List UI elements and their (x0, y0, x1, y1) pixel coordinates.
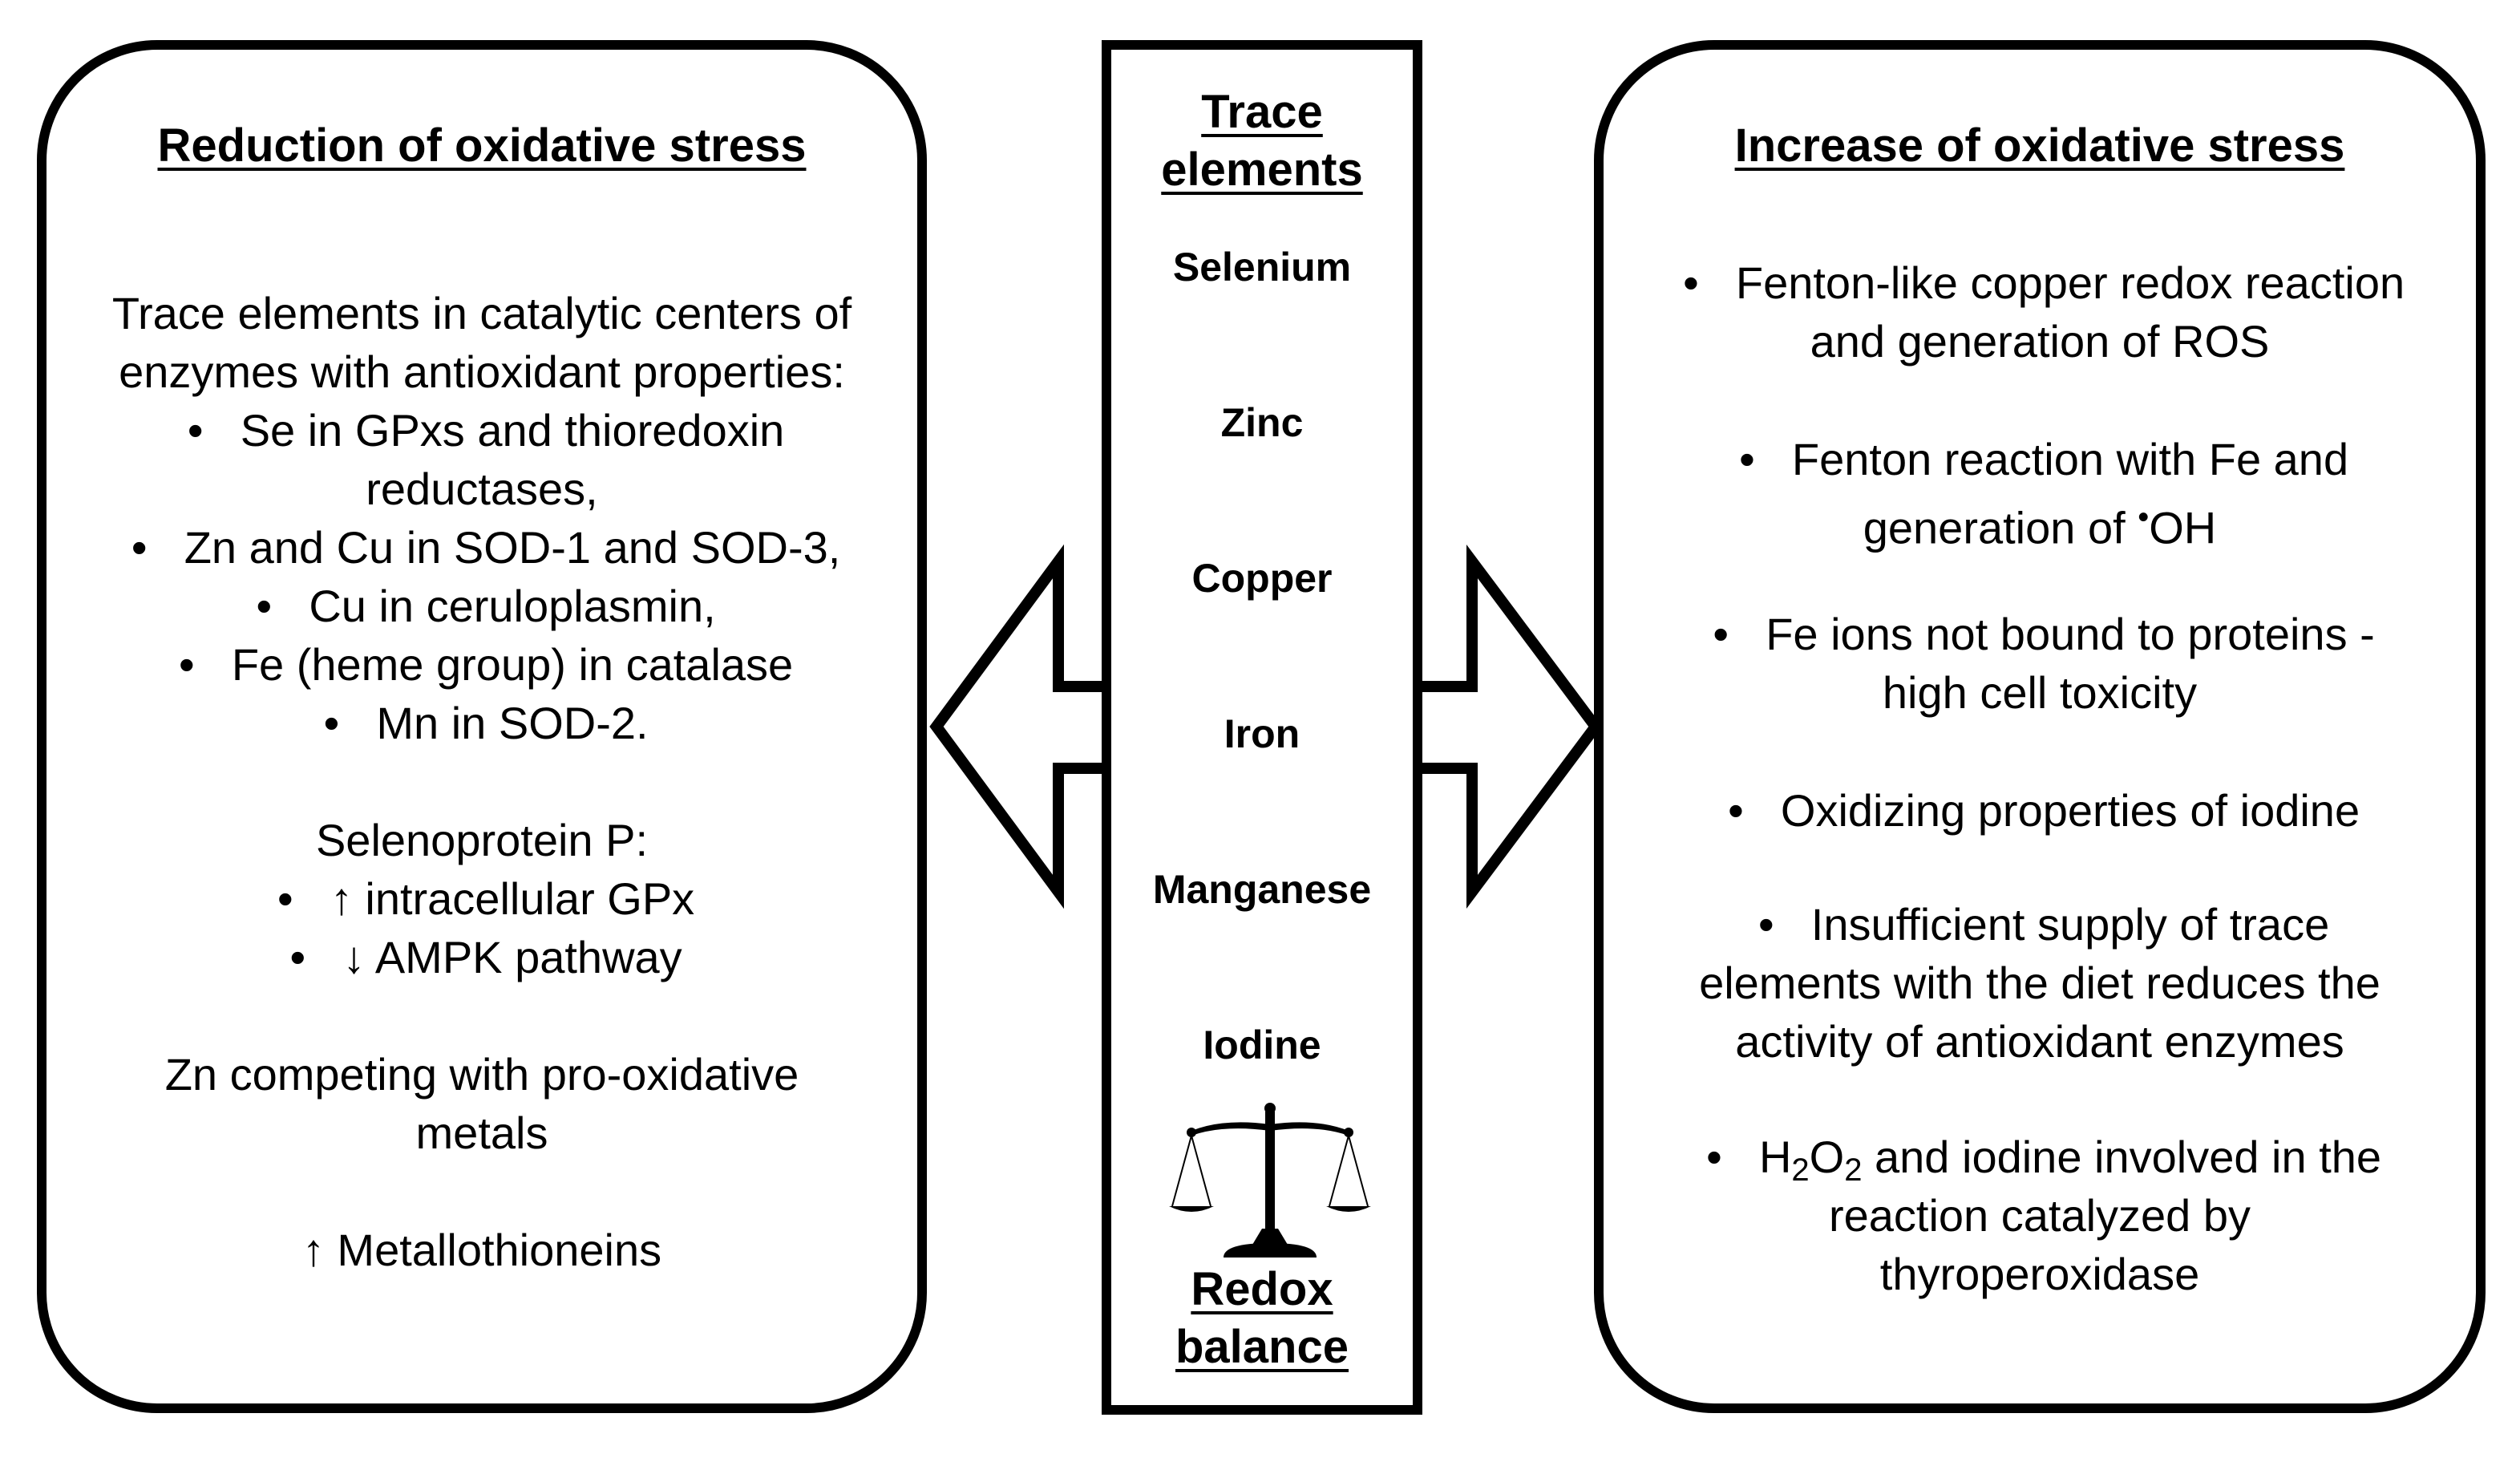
bullet-mn: •Mn in SOD-2. (323, 698, 649, 748)
balance-scale-icon (1169, 1103, 1371, 1258)
bullet-cu: •Cu in ceruloplasmin, (256, 581, 716, 631)
increase-box: Increase of oxidative stress •Fenton-lik… (1594, 40, 2486, 1413)
reduction-title: Reduction of oxidative stress (157, 119, 807, 172)
arrow-left-icon (929, 544, 1115, 909)
intro-line-2: enzymes with antioxidant properties: (119, 346, 845, 397)
element-zinc: Zinc (1220, 400, 1304, 445)
element-manganese: Manganese (1152, 867, 1372, 912)
item-insufficient-supply: •Insufficient supply of trace elements w… (1699, 899, 2380, 1067)
item-iodine-oxidizing: •Oxidizing properties of iodine (1728, 785, 2360, 836)
element-iron: Iron (1224, 711, 1300, 756)
item-fe-ions: •Fe ions not bound to proteins - high ce… (1713, 609, 2375, 718)
item-h2o2-iodine: •H2O2 and iodine involved in the reactio… (1706, 1132, 2382, 1299)
selenoprotein-label: Selenoprotein P: (315, 815, 649, 865)
element-iodine: Iodine (1203, 1023, 1321, 1067)
reduction-box: Reduction of oxidative stress Trace elem… (37, 40, 927, 1413)
item-copper-fenton: •Fenton-like copper redox reaction and g… (1683, 257, 2405, 367)
bullet-fe: •Fe (heme group) in catalase (179, 639, 794, 690)
metallothioneins: ↑ Metallothioneins (301, 1225, 662, 1275)
zn-competing-2: metals (415, 1108, 548, 1158)
bullet-ampk: •↓ AMPK pathway (289, 932, 682, 982)
reduction-text: Trace elements in catalytic centers of e… (63, 284, 901, 1279)
arrow-right-icon (1409, 544, 1603, 909)
item-fe-fenton: •Fenton reaction with Fe and generation … (1739, 434, 2349, 553)
bullet-zn-cu: •Zn and Cu in SOD-1 and SOD-3, (131, 522, 841, 573)
redox-balance-title: Redox balance (1175, 1263, 1349, 1373)
bullet-gpx: •↑ intracellular GPx (277, 873, 695, 924)
increase-title: Increase of oxidative stress (1734, 119, 2345, 172)
bullet-se: •Se in GPxs and thioredoxin (187, 405, 785, 456)
bullet-se-cont: reductases, (366, 464, 598, 514)
intro-line-1: Trace elements in catalytic centers of (111, 288, 852, 338)
trace-elements-box: Trace elements Selenium Zinc Copper Iron… (1102, 40, 1422, 1415)
zn-competing-1: Zn competing with pro-oxidative (164, 1049, 799, 1100)
element-copper: Copper (1191, 556, 1333, 601)
trace-elements-title: Trace elements (1161, 86, 1363, 196)
element-selenium: Selenium (1172, 245, 1352, 290)
